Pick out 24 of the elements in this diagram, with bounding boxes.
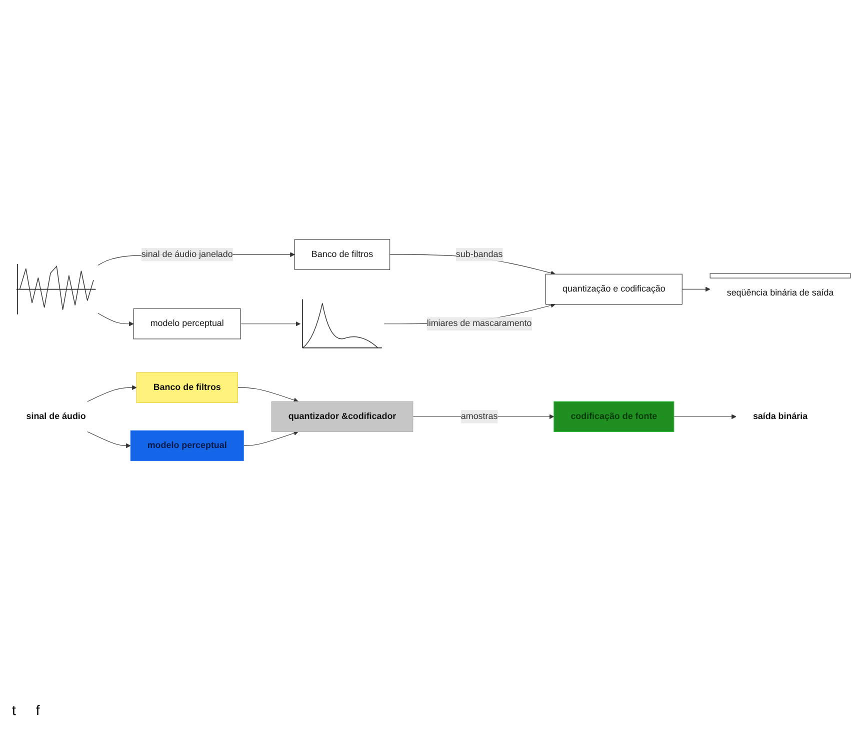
axis-label: f <box>36 702 40 718</box>
node-label: seqüência binária de saída <box>726 288 834 298</box>
arrow <box>97 312 134 326</box>
node-box: quantizador &codificador <box>270 401 413 432</box>
edge-label: sub-bandas <box>455 249 502 259</box>
edge-label: sinal de áudio janelado <box>140 249 232 259</box>
arrow <box>86 431 130 448</box>
node-text: sinal de áudio <box>26 411 86 421</box>
node-box: modelo perceptual <box>130 430 244 461</box>
node-text: saída binária <box>752 411 808 421</box>
arrow <box>86 384 136 402</box>
arrow <box>240 321 300 326</box>
node-box: Banco de filtros <box>136 372 238 403</box>
node-box: modelo perceptual <box>132 308 240 340</box>
arrow <box>242 430 298 446</box>
edge-label: amostras <box>460 411 498 421</box>
node-box: quantização e codificação <box>544 274 682 304</box>
node-box: codificação de fonte <box>553 401 674 432</box>
axis-label: t <box>12 702 16 718</box>
arrow <box>673 414 736 419</box>
arrow <box>236 387 298 402</box>
node-box: Banco de filtros <box>294 239 390 270</box>
arrow <box>681 286 710 292</box>
edge-label: limiares de mascaramento <box>426 318 532 328</box>
